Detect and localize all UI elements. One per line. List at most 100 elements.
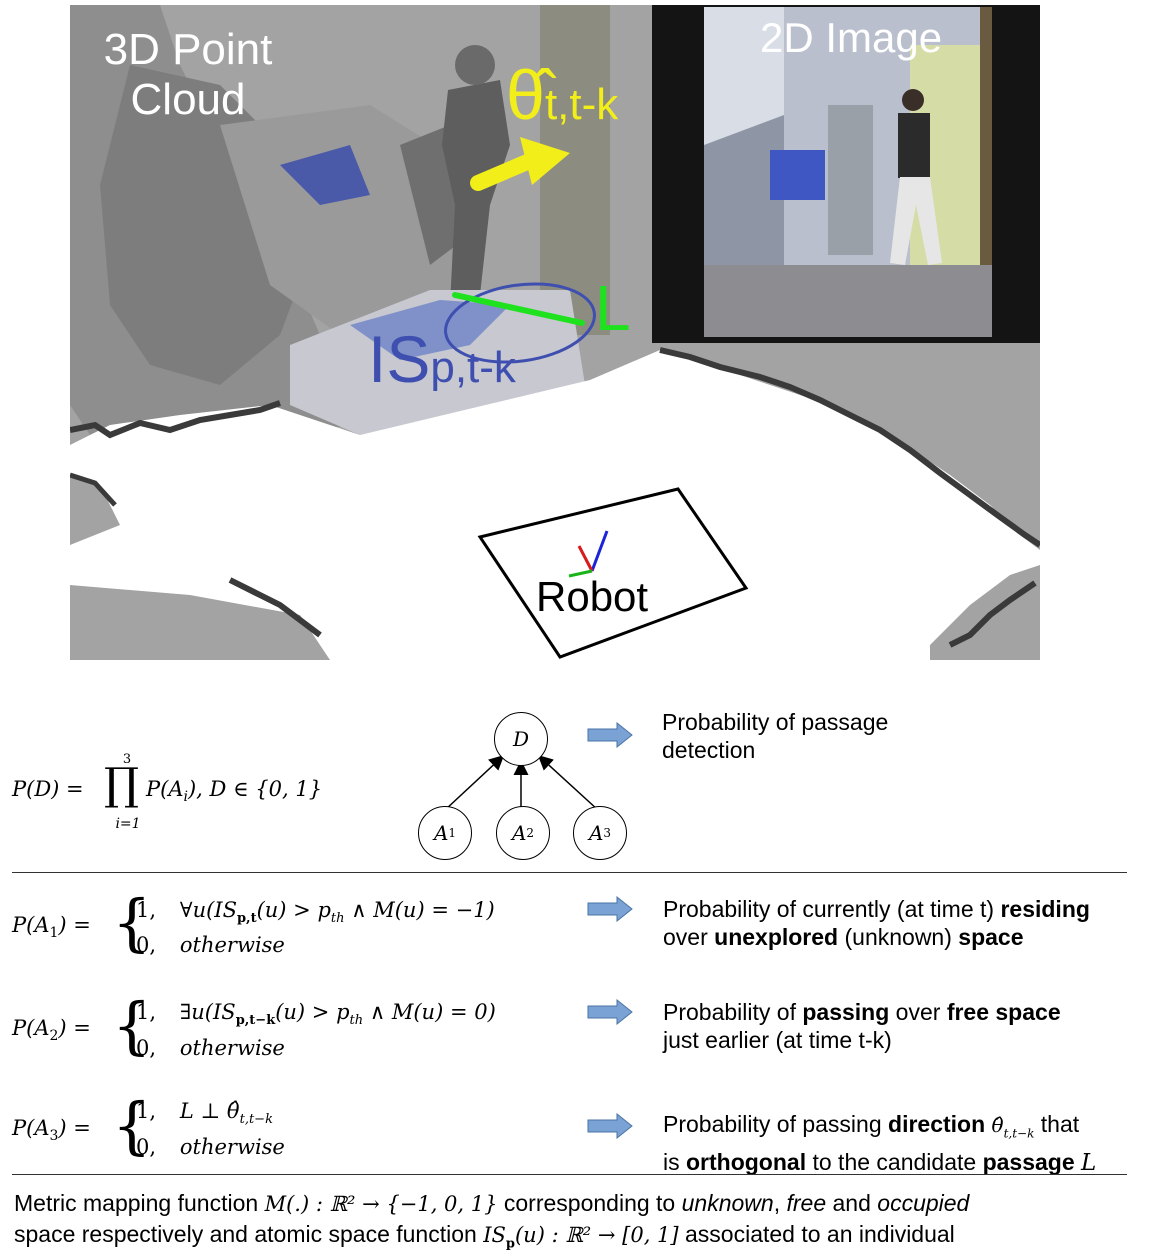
cond-A3-desc-l2d: passage xyxy=(982,1148,1075,1175)
IS-label: ISp,t-k xyxy=(368,323,516,404)
cond-A3-desc-l2-math: L xyxy=(1081,1149,1097,1176)
cond-A1-desc-line1: Probability of currently (at time t) res… xyxy=(663,895,1090,923)
node-A3-label: A xyxy=(588,821,604,845)
robot-frame xyxy=(477,487,749,659)
footer-line1: Metric mapping function M(.) : ℝ² → {−1,… xyxy=(14,1188,1144,1219)
node-D: D xyxy=(494,712,548,766)
arrow-right-icon xyxy=(587,999,633,1025)
cond-A2-case1: 1, ∃u(ISp,t−k(u) > pth ∧ M(u) = 0) xyxy=(136,999,496,1034)
IS-subscript: p,t-k xyxy=(430,343,516,392)
cond-A2-desc-l1a: Probability of xyxy=(663,999,803,1025)
brace-A2: { xyxy=(112,989,152,1062)
cond-A3-case1-expr: L ⊥ θ̂ xyxy=(179,1099,240,1123)
cond-A1-lhs-sub: 1 xyxy=(49,925,59,942)
theta-subscript: t,t-k xyxy=(544,80,619,129)
node-A1-sub: 1 xyxy=(448,826,457,840)
point-cloud-scene xyxy=(70,5,1040,660)
footer-l1d: and xyxy=(826,1190,878,1216)
footer-l1a: Metric mapping function xyxy=(14,1190,265,1216)
cond-A2-case1-tail: (u) > p xyxy=(275,1000,350,1024)
condition-A2-lhs: P(A2) = xyxy=(12,1015,91,1049)
node-A2-sub: 2 xyxy=(526,826,535,840)
cond-A2-desc-line1: Probability of passing over free space xyxy=(663,998,1061,1026)
bayes-equation-lhs: P(D) = xyxy=(12,777,84,801)
cond-A3-desc-l2a: is xyxy=(663,1148,686,1175)
footer-l2b: associated to an individual xyxy=(678,1221,955,1247)
divider-top xyxy=(12,872,1127,873)
footer-l2-math-sub: p xyxy=(505,1236,515,1252)
passage-detection-desc-line2: detection xyxy=(662,737,756,763)
condition-A2-description: Probability of passing over free space j… xyxy=(663,998,1061,1054)
cond-A2-case1-val: 1, xyxy=(136,1000,157,1024)
cond-A2-case2-val: 0, xyxy=(136,1036,157,1060)
cond-A1-desc-l2a: over xyxy=(663,924,715,950)
footer-l1-free: free xyxy=(786,1190,827,1216)
cond-A1-lhs-tail: ) = xyxy=(58,913,91,937)
condition-A1-lhs: P(A1) = xyxy=(12,912,91,946)
cond-A1-case1-tail: (u) > p xyxy=(256,898,331,922)
bayes-equation-rhs: P(Ai), D ∈ {0, 1} xyxy=(146,776,322,810)
product-lower-limit: i=1 xyxy=(115,816,141,832)
2d-image-inset xyxy=(652,5,1040,343)
cond-A2-lhs-head: P(A xyxy=(12,1016,50,1040)
footer-l1b: corresponding to xyxy=(497,1190,682,1216)
cond-A3-desc-line1: Probability of passing direction θ̂t,t−k… xyxy=(663,1110,1096,1148)
footer-l1-math: M(.) : ℝ² → {−1, 0, 1} xyxy=(264,1192,498,1216)
cond-A2-case1-sub2: th xyxy=(349,1013,364,1029)
node-A1-label: A xyxy=(433,821,449,845)
passage-detection-desc-line1: Probability of passage xyxy=(662,709,889,735)
cond-A2-lhs-tail: ) = xyxy=(58,1016,91,1040)
cond-A1-case1-tail2: ∧ M(u) = −1) xyxy=(344,898,495,922)
cond-A1-case2: 0, otherwise xyxy=(136,932,285,959)
cond-A1-lhs-head: P(A xyxy=(12,913,50,937)
node-A2-label: A xyxy=(511,821,527,845)
cond-A3-case1: 1, L ⊥ θ̂t,t−k xyxy=(136,1098,273,1133)
cond-A1-case2-expr: otherwise xyxy=(179,933,285,957)
brace-A1: { xyxy=(112,886,152,959)
point-cloud-label-line1: 3D Point xyxy=(103,25,273,74)
cond-A2-case1-tail2: ∧ M(u) = 0) xyxy=(363,1000,496,1024)
cond-A1-desc-l2d: space xyxy=(958,924,1024,950)
cond-A3-lhs-sub: 3 xyxy=(49,1128,59,1145)
cond-A3-desc-l1a: Probability of passing xyxy=(663,1111,889,1137)
cond-A1-desc-l2b: unexplored xyxy=(714,924,839,950)
cond-A3-desc-l1b: direction xyxy=(888,1111,986,1137)
cond-A1-case1-expr: ∀u(IS xyxy=(179,898,237,922)
cond-A3-desc-l1-math: θ̂ xyxy=(991,1113,1004,1137)
cond-A3-desc-l1-math-sub: t,t−k xyxy=(1003,1126,1035,1141)
cond-A2-lhs-sub: 2 xyxy=(49,1028,59,1045)
cond-A3-case1-sub: t,t−k xyxy=(239,1112,273,1128)
theta-symbol: θ̂ xyxy=(506,56,545,134)
point-cloud-figure: 3D Point Cloud 2D Image θ̂t,t-k L ISp,t-… xyxy=(70,5,1040,660)
2d-image-label: 2D Image xyxy=(760,14,943,61)
point-cloud-label: 3D Point Cloud xyxy=(88,25,288,125)
condition-A3-lhs: P(A3) = xyxy=(12,1115,91,1149)
cond-A1-desc-l1a: Probability of currently (at time t) xyxy=(663,896,1001,922)
passage-detection-description: Probability of passage detection xyxy=(662,708,888,764)
cond-A1-case1-sub: p,t xyxy=(236,911,257,927)
cond-A2-desc-l1b: passing xyxy=(802,999,890,1025)
footer-l1c: , xyxy=(773,1190,787,1216)
cond-A3-lhs-head: P(A xyxy=(12,1116,50,1140)
footer-line2: space respectively and atomic space func… xyxy=(14,1219,1144,1260)
cond-A3-desc-l1c: that xyxy=(1034,1111,1080,1137)
IS-symbol: IS xyxy=(368,322,431,396)
footer-l1-occupied: occupied xyxy=(877,1190,970,1216)
cond-A2-desc-l1c: over xyxy=(889,999,947,1025)
cond-A1-case2-val: 0, xyxy=(136,933,157,957)
cond-A3-case2-expr: otherwise xyxy=(179,1135,285,1159)
product-upper-limit: 3 xyxy=(122,752,132,767)
cond-A2-case1-expr: ∃u(IS xyxy=(179,1000,236,1024)
condition-A3-description: Probability of passing direction θ̂t,t−k… xyxy=(663,1110,1096,1177)
brace-A3: { xyxy=(112,1089,152,1162)
cond-A1-desc-l2c: (unknown) xyxy=(838,924,959,950)
divider-bottom xyxy=(12,1174,1127,1175)
passage-L-label: L xyxy=(595,272,631,344)
footer-caption: Metric mapping function M(.) : ℝ² → {−1,… xyxy=(14,1188,1144,1260)
theta-label: θ̂t,t-k xyxy=(506,55,618,145)
cond-A1-case1-sub2: th xyxy=(330,911,345,927)
product-symbol: ∏ xyxy=(104,759,140,810)
cond-A3-case1-val: 1, xyxy=(136,1099,157,1123)
cond-A1-case1-val: 1, xyxy=(136,898,157,922)
